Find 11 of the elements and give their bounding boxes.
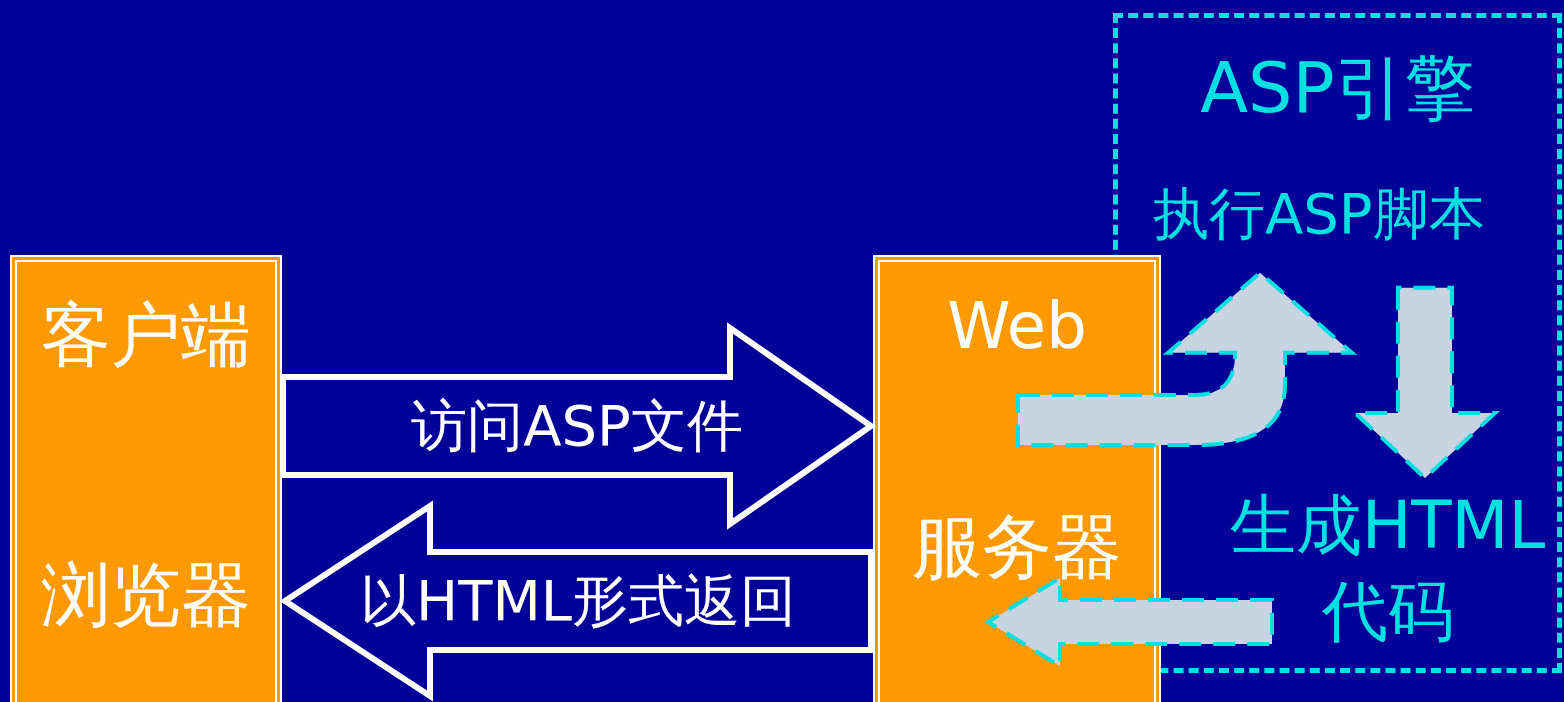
block-arrow (279, 500, 874, 702)
block-arrow (280, 322, 877, 530)
step-text: 执行ASP脚本 (1153, 178, 1485, 251)
box-title: 服务器 (911, 512, 1123, 582)
box-title: 浏览器 (40, 560, 252, 630)
box-title: 客户端 (40, 300, 252, 370)
client-box (10, 255, 282, 702)
edge-label: 访问ASP文件 (411, 398, 743, 454)
box-title: Web (946, 294, 1088, 358)
step-text: 生成HTML代码 (1218, 483, 1557, 655)
box-title: ASP引擎 (1199, 53, 1476, 123)
